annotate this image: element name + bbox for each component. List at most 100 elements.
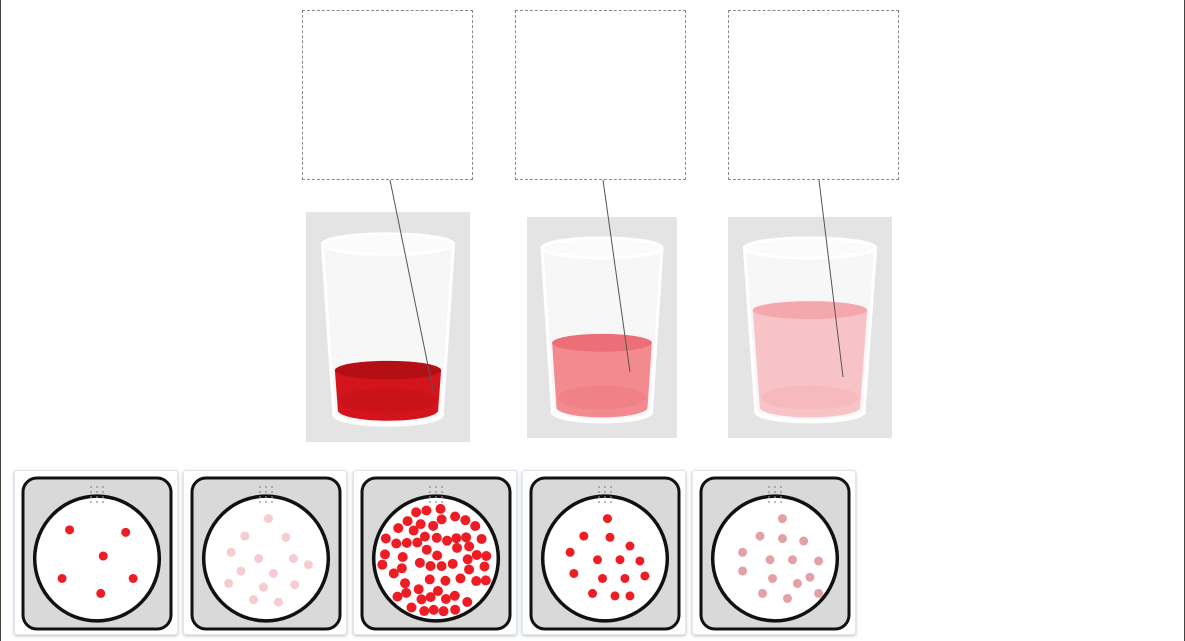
particle [377, 560, 387, 570]
particle [450, 591, 460, 601]
particle [579, 532, 588, 541]
particle [414, 584, 424, 594]
particle [814, 589, 823, 598]
particle [227, 548, 236, 557]
beaker-rim [322, 234, 453, 255]
particle [240, 532, 249, 541]
particle [249, 595, 258, 604]
particle [439, 606, 449, 616]
drag-handle-dot [610, 491, 612, 493]
model-container-circle [35, 496, 160, 621]
drag-handle-dot [610, 486, 612, 488]
drag-handle-dot [441, 491, 443, 493]
particle [481, 551, 491, 561]
drag-handle-dot [102, 496, 104, 498]
particle [778, 514, 787, 523]
drag-handle-dot [90, 486, 92, 488]
particle [464, 541, 474, 551]
drag-handle-dot [774, 496, 776, 498]
particle [788, 555, 797, 564]
drag-handle-dot [96, 496, 98, 498]
drag-handle-dot [780, 496, 782, 498]
particle [793, 579, 802, 588]
particle [419, 606, 429, 616]
particle [422, 545, 432, 555]
particle-model-card-1[interactable] [14, 470, 178, 635]
drag-handle-dot [271, 486, 273, 488]
drag-handle-dot [768, 491, 770, 493]
particle [415, 558, 425, 568]
particle-model-graphic [354, 471, 518, 636]
particle [224, 579, 233, 588]
drag-handle-dot [780, 486, 782, 488]
particle [254, 554, 263, 563]
particle-model-graphic [15, 471, 179, 636]
particle [477, 534, 487, 544]
particle-model-card-5[interactable] [692, 470, 856, 635]
particle [455, 573, 465, 583]
drag-handle-dot [435, 491, 437, 493]
particle [403, 516, 413, 526]
particle [99, 552, 108, 561]
drag-handle-dot [435, 496, 437, 498]
drop-zone-3[interactable] [728, 10, 899, 180]
drag-handle-dot [598, 496, 600, 498]
drag-handle-dot [265, 491, 267, 493]
drag-handle-dot [768, 496, 770, 498]
drop-zone-2[interactable] [515, 10, 686, 180]
particle [479, 562, 489, 572]
particle [402, 538, 412, 548]
drag-handle-dot [768, 486, 770, 488]
particle [758, 589, 767, 598]
particle [615, 555, 624, 564]
particle [588, 589, 597, 598]
particle [411, 507, 421, 517]
particle [406, 602, 416, 612]
particle [65, 525, 74, 534]
particle-model-card-2[interactable] [183, 470, 347, 635]
drop-zone-1[interactable] [302, 10, 473, 180]
particle [290, 580, 299, 589]
particle [392, 592, 402, 602]
particle [426, 561, 436, 571]
particle [264, 514, 273, 523]
particle [460, 515, 470, 525]
particle [393, 523, 403, 533]
particle [464, 564, 474, 574]
particle [421, 505, 431, 515]
drag-handle-dot [435, 486, 437, 488]
particle [569, 569, 578, 578]
particle [435, 504, 445, 514]
particle-model-card-3[interactable] [353, 470, 517, 635]
particle [289, 554, 298, 563]
drag-handle-dot [429, 501, 431, 503]
drag-handle-dot [259, 486, 261, 488]
drag-handle-dot [768, 501, 770, 503]
drag-handle-dot [780, 491, 782, 493]
particle [416, 594, 426, 604]
particle [448, 559, 458, 569]
particle [778, 534, 787, 543]
particle [471, 576, 481, 586]
drag-handle-dot [610, 496, 612, 498]
beaker-graphic [306, 212, 470, 442]
particle [799, 537, 808, 546]
particle [481, 575, 491, 585]
particle [610, 591, 619, 600]
particle [304, 560, 313, 569]
particle-model-graphic [523, 471, 687, 636]
particle-model-card-4[interactable] [522, 470, 686, 635]
beaker-rim [542, 238, 662, 258]
particle [432, 551, 442, 561]
particle [756, 532, 765, 541]
particle [451, 533, 461, 543]
particle [566, 548, 575, 557]
drag-handle-dot [598, 501, 600, 503]
particle [437, 514, 447, 524]
particle [635, 556, 644, 565]
particle [603, 514, 612, 523]
drag-handle-dot [441, 496, 443, 498]
beaker-card-1 [306, 212, 470, 442]
particle [259, 583, 268, 592]
